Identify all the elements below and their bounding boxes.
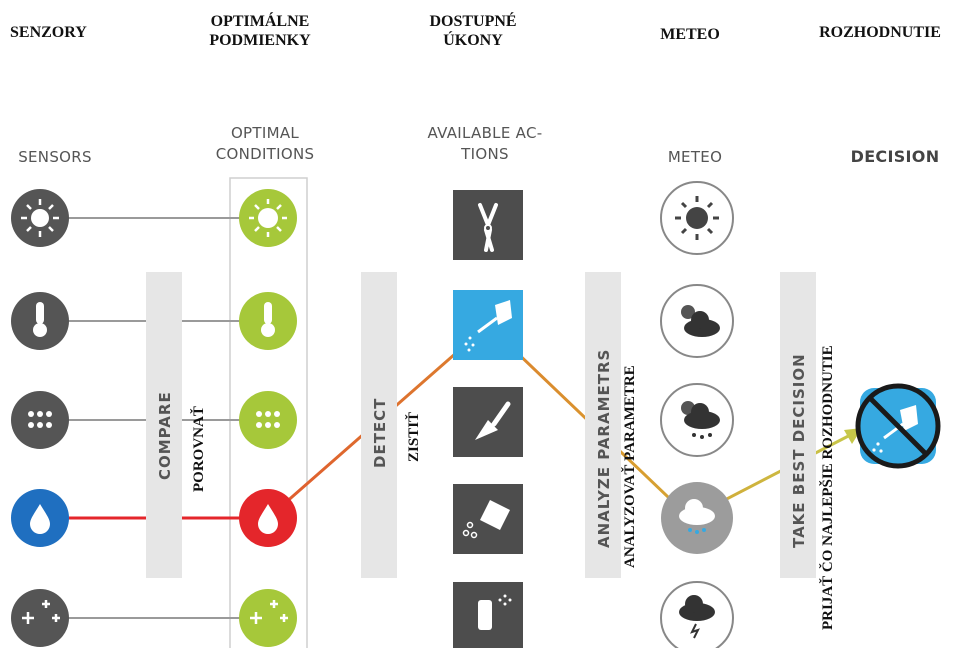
header-sk-optimal-line2: PODMIENKY — [209, 32, 311, 49]
decide-bar — [780, 272, 816, 578]
actions-column — [453, 190, 523, 648]
seed-bag-icon — [453, 484, 523, 554]
header-en-optimal-line1: OPTIMAL — [230, 124, 300, 142]
meteo-column — [660, 181, 734, 648]
header-en-actions: AVAILABLE AC- TIONS — [420, 123, 550, 165]
header-en-decision: DECISION — [850, 147, 940, 166]
step-detect: DETECT ZISTIŤ — [361, 272, 422, 578]
sun-icon — [239, 189, 297, 247]
pruning-shears-icon — [453, 190, 523, 260]
header-sk-actions-line2: ÚKONY — [443, 32, 503, 49]
rain-cloud-icon — [661, 482, 733, 554]
thermometer-icon — [239, 292, 297, 350]
optimal-column — [239, 189, 297, 647]
header-sk-decision: ROZHODNUTIE — [819, 24, 941, 41]
decision-path — [267, 322, 861, 520]
header-en-actions-line2: TIONS — [461, 145, 509, 163]
no-watering-icon — [855, 383, 941, 469]
partly-cloudy-rain-icon — [660, 383, 734, 457]
water-drop-icon — [239, 489, 297, 547]
header-sk-optimal-line1: OPTIMÁLNE — [210, 13, 310, 30]
compare-label: COMPARE — [156, 391, 174, 480]
header-sk-optimal: OPTIMÁLNE PODMIENKY — [195, 12, 325, 50]
detect-label: DETECT — [371, 398, 389, 468]
water-drop-icon — [11, 489, 69, 547]
humidity-drops-icon — [11, 391, 69, 449]
fertilizer-icon — [239, 589, 297, 647]
sprayer-icon — [453, 582, 523, 648]
step-analyze: ANALYZE PARAMETRS ANALYZOVAŤ PARAMETRE — [585, 272, 638, 578]
compare-label-sk: POROVNAŤ — [190, 406, 207, 492]
header-en-actions-line1: AVAILABLE AC- — [427, 124, 543, 142]
header-sk-actions: DOSTUPNÉ ÚKONY — [418, 12, 528, 50]
analyze-label-sk: ANALYZOVAŤ PARAMETRE — [621, 365, 638, 568]
fertilizer-icon — [11, 589, 69, 647]
compare-bar — [146, 272, 182, 578]
decide-label: TAKE BEST DECISION — [790, 353, 808, 548]
decide-label-sk: PRIJAŤ ČO NAJLEPŠIE ROZHODNUTIE — [819, 345, 836, 630]
watering-can-icon — [453, 290, 523, 360]
header-sk-meteo: METEO — [660, 26, 720, 43]
thermometer-icon — [11, 292, 69, 350]
header-sk-sensors: SENZORY — [10, 24, 87, 41]
partly-cloudy-icon — [660, 284, 734, 358]
step-decide: TAKE BEST DECISION PRIJAŤ ČO NAJLEPŠIE R… — [780, 272, 836, 630]
sensors-column — [11, 189, 69, 647]
header-en-optimal-line2: CONDITIONS — [215, 145, 315, 163]
optimal-column-frame — [229, 177, 308, 648]
sunny-icon — [660, 181, 734, 255]
detect-bar — [361, 272, 397, 578]
sun-icon — [11, 189, 69, 247]
step-compare: COMPARE POROVNAŤ — [146, 272, 207, 578]
analyze-label: ANALYZE PARAMETRS — [595, 349, 613, 548]
header-en-sensors: SENSORS — [18, 148, 92, 166]
analyze-bar — [585, 272, 621, 578]
trowel-icon — [453, 387, 523, 457]
humidity-drops-icon — [239, 391, 297, 449]
header-sk-actions-line1: DOSTUPNÉ — [429, 13, 517, 30]
header-en-optimal: OPTIMAL CONDITIONS — [205, 123, 325, 165]
detect-label-sk: ZISTIŤ — [405, 412, 422, 462]
header-en-meteo: METEO — [667, 148, 723, 166]
storm-icon — [660, 581, 734, 648]
